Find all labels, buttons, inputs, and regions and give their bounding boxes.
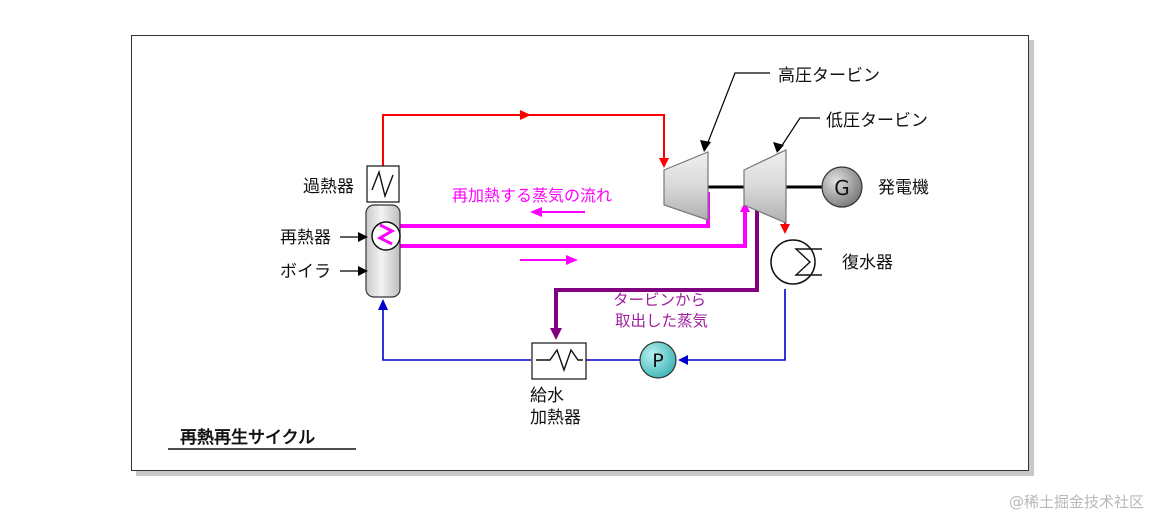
feedwater-heater-label-line2: 加熱器 [530, 408, 581, 428]
exhaust-arrow-icon [780, 224, 790, 234]
turbine-assembly [663, 149, 822, 224]
pump-symbol: P [652, 350, 663, 372]
feedwater-arrow-pump-icon [678, 355, 688, 365]
hp-turbine-icon [663, 151, 709, 221]
superheater [366, 165, 400, 203]
pump-icon [639, 341, 677, 379]
extraction-steam-line [550, 205, 759, 340]
watermark: @稀土掘金技术社区 [1008, 493, 1144, 511]
extraction-arrow-icon [550, 328, 562, 340]
main-steam-arrow-down-icon [659, 158, 669, 168]
generator-symbol: G [834, 176, 850, 200]
feedwater-heater [531, 342, 587, 380]
callouts [340, 72, 820, 276]
reheat-right-arrow-icon [566, 255, 578, 265]
condenser-icon [770, 239, 816, 285]
lp-turbine-label: 低圧タービン [826, 111, 928, 131]
diagram-title: 再熱再生サイクル [180, 427, 315, 448]
condenser [770, 239, 822, 285]
condenser-label: 復水器 [842, 253, 893, 273]
extraction-label-line1: タービンから [613, 291, 706, 309]
reheat-return-arrow-icon [740, 202, 750, 212]
generator-label: 発電機 [878, 178, 929, 198]
labels: 過熱器 再熱器 ボイラ 高圧タービン 低圧タービン 発電機 復水器 給水 加熱器… [168, 66, 929, 450]
superheater-coil-icon [371, 169, 394, 199]
reheat-left-arrow-icon [530, 207, 542, 217]
boiler-label: ボイラ [280, 262, 331, 282]
feedwater-arrow-boiler-icon [378, 299, 388, 310]
extraction-label-line2: 取出した蒸気 [615, 312, 708, 330]
generator-icon [821, 166, 863, 208]
main-steam-line [382, 110, 790, 234]
reheater-label: 再熱器 [280, 228, 331, 248]
diagram-frame [131, 35, 1029, 471]
pump: P [639, 341, 677, 379]
superheater-label: 過熱器 [303, 177, 354, 197]
feedwater-heater-label-line1: 給水 [530, 386, 564, 406]
feedwater-line [378, 289, 786, 365]
lp-turbine-icon [743, 149, 787, 224]
main-steam-arrow-icon [520, 110, 531, 120]
boiler [365, 204, 401, 298]
reheat-flow-label: 再加熱する蒸気の流れ [452, 186, 612, 205]
feedwater-heater-coil-icon [536, 348, 583, 373]
generator: G [821, 166, 863, 208]
hp-turbine-label: 高圧タービン [778, 66, 880, 86]
